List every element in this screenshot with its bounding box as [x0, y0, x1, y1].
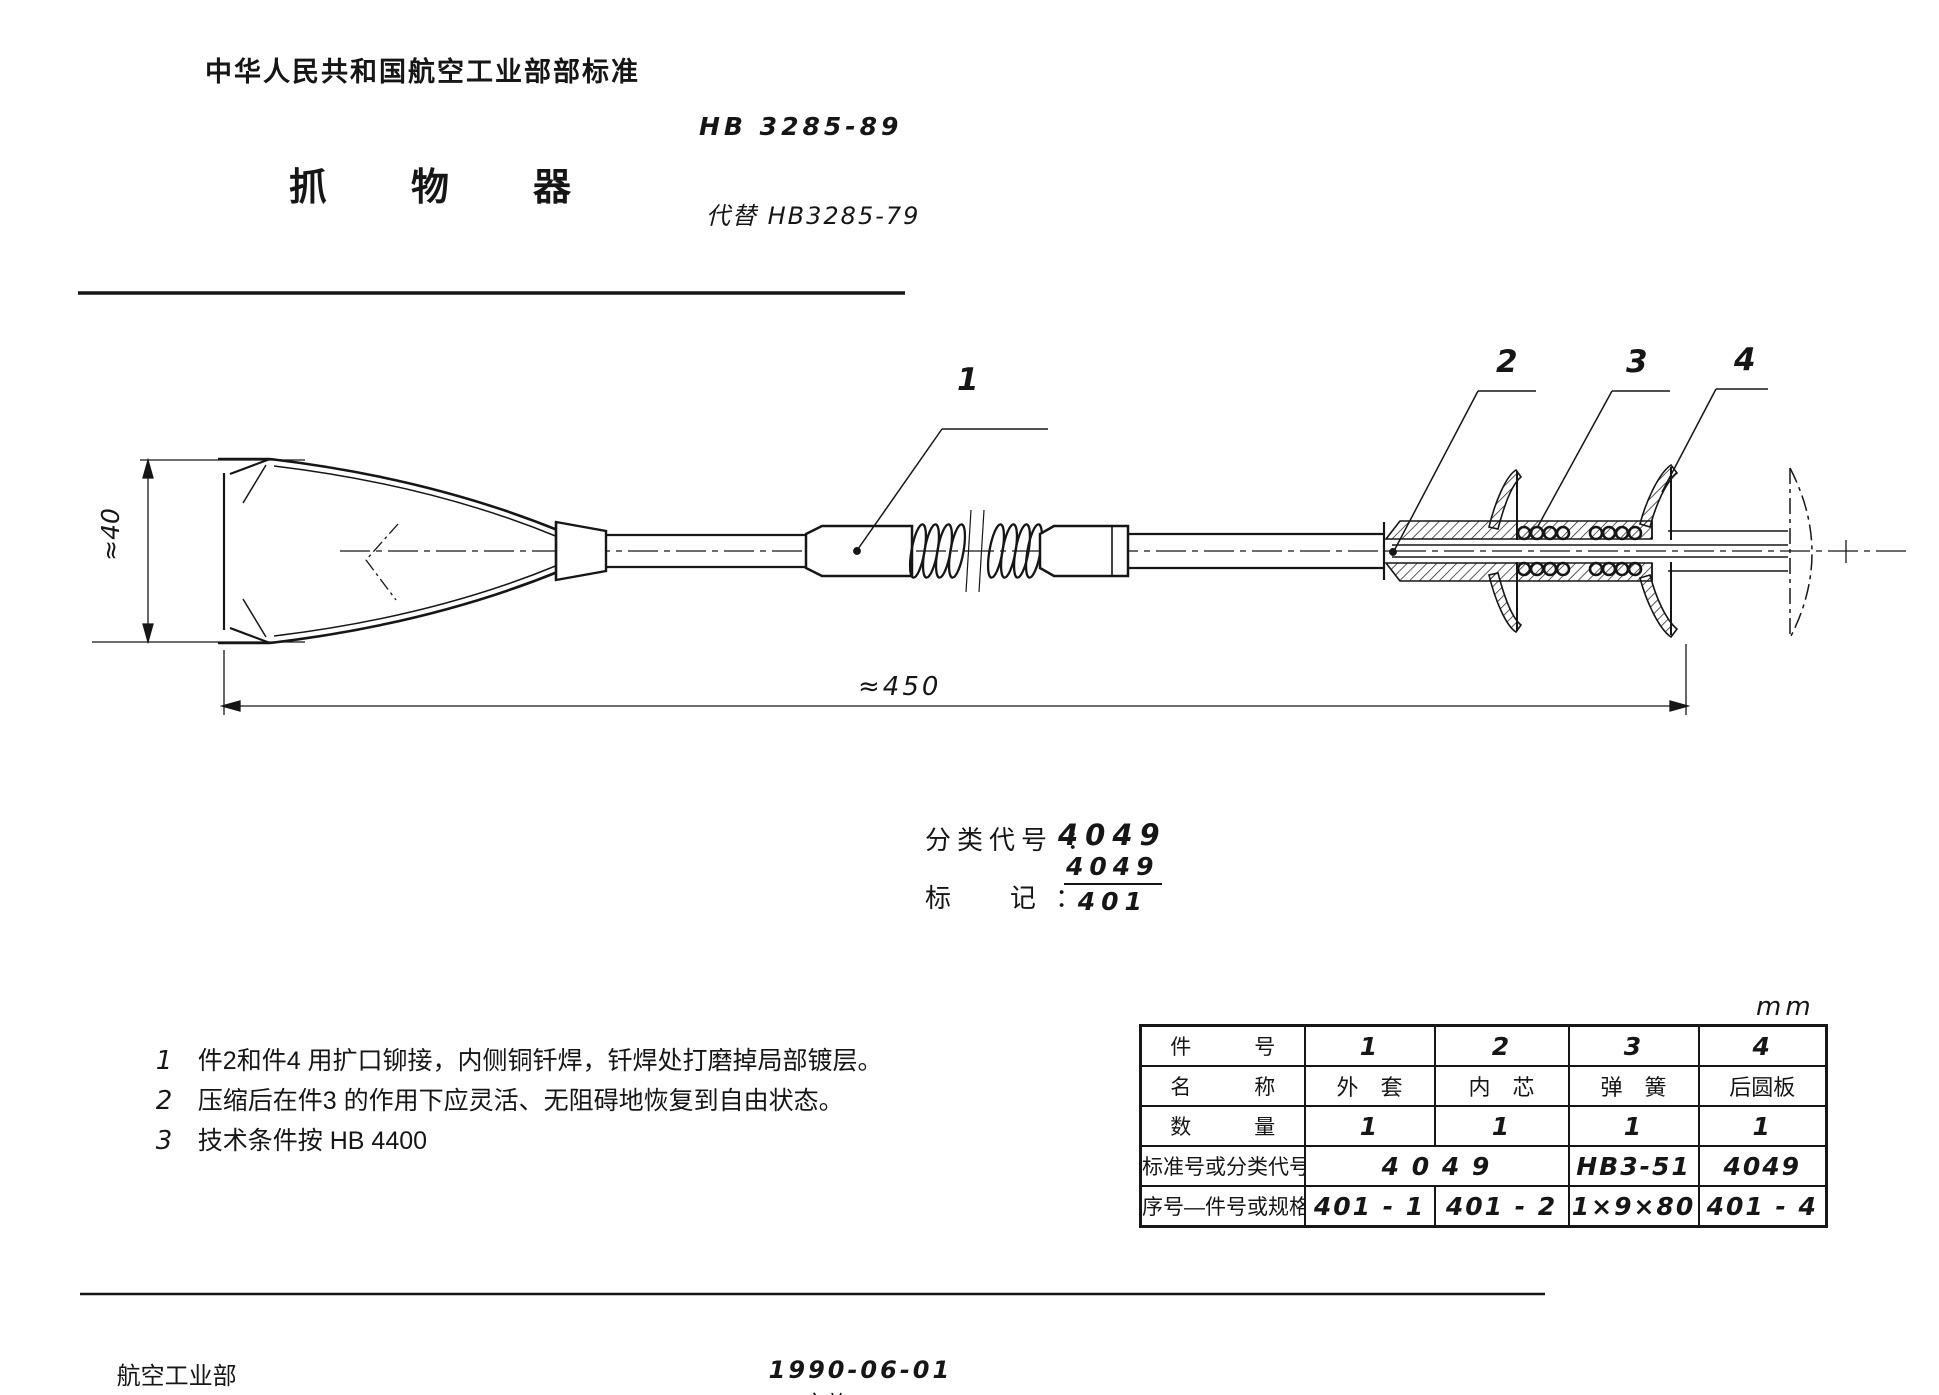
marking-denominator: 401 — [1063, 883, 1162, 916]
dim-height-label: ≈40 — [95, 508, 125, 561]
cell: 1×9×80 — [1567, 1185, 1700, 1228]
standard-org-title: 中华人民共和国航空工业部部标准 — [205, 57, 640, 87]
classification-code-value: 4049 — [1058, 818, 1167, 852]
dim-length-label: ≈450 — [858, 672, 942, 702]
table-row-std-code: 标准号或分类代号 4 0 4 9 HB3-51 4049 — [1139, 1145, 1828, 1187]
cell: 4049 — [1697, 1145, 1828, 1187]
replaces-note: 代替 HB3285-79 — [706, 202, 921, 230]
table-row-spec: 序号—件号或规格 401 - 1 401 - 2 1×9×80 401 - 4 — [1139, 1185, 1828, 1228]
cell: 弹 簧 — [1567, 1065, 1700, 1107]
callout-2: 2 — [1496, 344, 1518, 380]
cell: 1 — [1433, 1105, 1570, 1147]
note-line: 2 压缩后在件3 的作用下应灵活、无阻碍地恢复到自由状态。 — [128, 1052, 844, 1146]
parts-table: 件 号 1 2 3 4 名 称 外 套 内 芯 弹 簧 后圆板 数 量 1 1 … — [1139, 1024, 1828, 1228]
row-label: 序号—件号或规格 — [1139, 1185, 1306, 1228]
phantom-disc — [1789, 467, 1813, 639]
cell: 外 套 — [1303, 1065, 1436, 1107]
marking-label: 标 记 ： — [925, 883, 1088, 913]
cell: 1 — [1303, 1105, 1436, 1147]
cell: 1 — [1697, 1105, 1828, 1147]
front-cup-flange — [1488, 468, 1523, 634]
collar — [554, 520, 608, 582]
cell: 后圆板 — [1697, 1065, 1828, 1107]
footer-issue: 航空工业部 1990-04-11 发布 — [90, 1328, 318, 1395]
classification-code-label: 分类代号 ： — [925, 825, 1099, 855]
note-line: 1 件2和件4 用扩口铆接，内侧铜钎焊，钎焊处打磨掉局部镀层。 — [128, 1012, 883, 1106]
note-text: 件2和件4 用扩口铆接，内侧铜钎焊，钎焊处打磨掉局部镀层。 — [197, 1047, 883, 1075]
footer-issue-date: 1990-04-11 — [135, 1391, 319, 1395]
note-line: 3 技术条件按 HB 4400 — [128, 1092, 427, 1186]
callout-leaders — [853, 388, 1768, 556]
inner-core-rod — [1392, 530, 1788, 572]
marking-numerator: 4049 — [1066, 852, 1160, 881]
cell: 401 - 4 — [1697, 1185, 1828, 1228]
cell: 4 — [1697, 1024, 1828, 1067]
callout-1: 1 — [957, 362, 979, 398]
cell: HB3-51 — [1567, 1145, 1700, 1187]
cell: 4 0 4 9 — [1303, 1145, 1570, 1187]
note-text: 压缩后在件3 的作用下应灵活、无阻碍地恢复到自由状态。 — [197, 1087, 844, 1115]
cell: 1 — [1303, 1024, 1436, 1067]
footer-implement-action: 实施 — [803, 1392, 851, 1395]
dimension-length — [219, 644, 1691, 715]
funnel-head — [218, 457, 561, 645]
row-label: 名 称 — [1139, 1065, 1306, 1107]
spring-coils — [1516, 525, 1643, 577]
callout-3: 3 — [1626, 344, 1648, 380]
footer-org: 航空工业部 — [116, 1363, 237, 1390]
cell: 401 - 1 — [1303, 1185, 1436, 1228]
footer-implement-date: 1990-06-01 — [768, 1356, 953, 1384]
unit-label: mm — [1756, 992, 1815, 1022]
shaft-rear — [1128, 522, 1386, 580]
callout-4: 4 — [1734, 342, 1756, 378]
row-label: 数 量 — [1139, 1105, 1306, 1147]
cell: 401 - 2 — [1433, 1185, 1570, 1228]
note-text: 技术条件按 HB 4400 — [197, 1127, 428, 1155]
row-label: 件 号 — [1139, 1024, 1306, 1067]
table-row-qty: 数 量 1 1 1 1 — [1139, 1105, 1828, 1147]
row-label: 标准号或分类代号 — [1139, 1145, 1306, 1187]
cell: 1 — [1567, 1105, 1700, 1147]
footer-implement: 1990-06-01 实施 — [742, 1328, 952, 1395]
table-row-part-no: 件 号 1 2 3 4 — [1139, 1024, 1828, 1067]
cell: 3 — [1567, 1024, 1700, 1067]
marking-fraction: 4049 401 — [1058, 852, 1168, 916]
flexible-coil-section — [908, 509, 1044, 593]
cell: 内 芯 — [1433, 1065, 1570, 1107]
note-number: 3 — [155, 1126, 173, 1156]
standard-number: HB 3285-89 — [699, 112, 903, 141]
note-number: 2 — [155, 1086, 173, 1116]
page-title: 抓物器 — [289, 167, 656, 209]
shaft-front — [606, 533, 806, 569]
cell: 2 — [1433, 1024, 1570, 1067]
rear-ferrule — [1038, 524, 1130, 578]
table-row-name: 名 称 外 套 内 芯 弹 簧 后圆板 — [1139, 1065, 1828, 1107]
note-number: 1 — [155, 1046, 173, 1076]
